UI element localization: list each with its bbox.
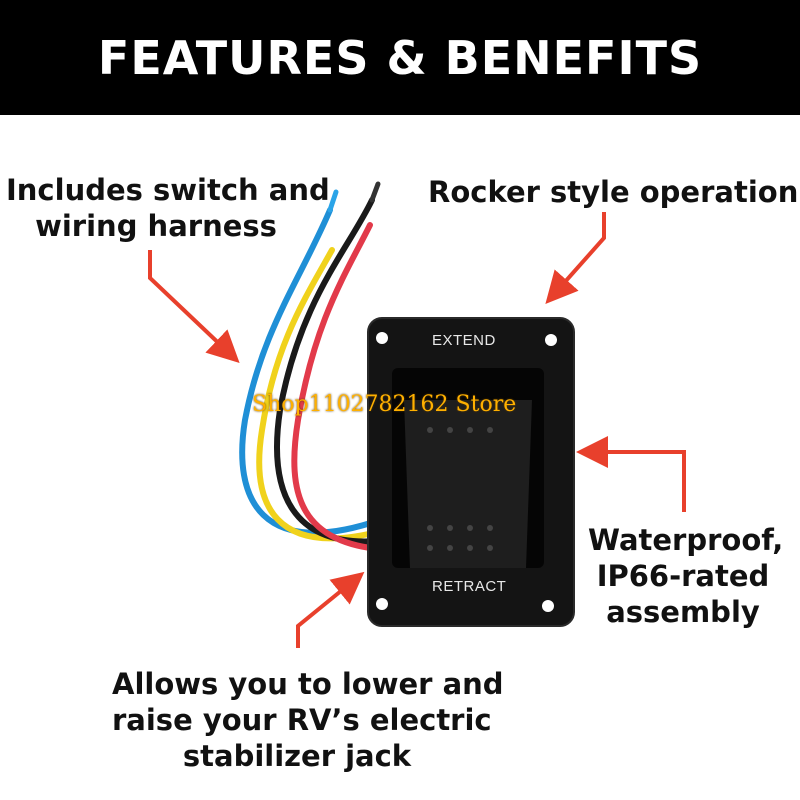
- callout-jack-line2: raise your RV’s electric: [112, 703, 492, 737]
- callout-waterproof-line2: IP66-rated: [596, 559, 770, 593]
- switch-extend-label: EXTEND: [432, 332, 496, 349]
- store-watermark: Shop1102782162 Store: [252, 392, 517, 417]
- arrow-jack: [296, 571, 365, 648]
- callout-waterproof-line3: assembly: [606, 595, 760, 629]
- banner-title: FEATURES & BENEFITS: [97, 30, 703, 85]
- callout-rocker-line1: Rocker style operation: [428, 175, 799, 209]
- callout-harness: Includes switch and wiring harness: [6, 172, 330, 244]
- callout-jack-line3: stabilizer jack: [182, 739, 412, 773]
- switch-retract-label: RETRACT: [432, 578, 507, 595]
- callout-jack: Allows you to lower and raise your RV’s …: [112, 666, 504, 774]
- arrow-harness: [148, 250, 240, 364]
- wire-harness-image: [239, 181, 393, 553]
- callout-rocker: Rocker style operation: [428, 174, 799, 210]
- wire-black: [274, 197, 391, 545]
- wire-yellow: [256, 247, 388, 542]
- callout-waterproof: Waterproof, IP66-rated assembly: [588, 522, 784, 630]
- callout-jack-line1: Allows you to lower and: [112, 667, 504, 701]
- callout-harness-line2: wiring harness: [35, 209, 277, 243]
- rocker-switch-image: [367, 317, 575, 627]
- header-banner: FEATURES & BENEFITS: [0, 0, 800, 115]
- wire-red: [291, 222, 393, 553]
- arrow-icon: [148, 212, 686, 648]
- callout-waterproof-line1: Waterproof,: [588, 523, 784, 557]
- arrow-rocker: [545, 212, 606, 304]
- arrow-waterproof: [576, 436, 686, 512]
- callout-harness-line1: Includes switch and: [6, 173, 330, 207]
